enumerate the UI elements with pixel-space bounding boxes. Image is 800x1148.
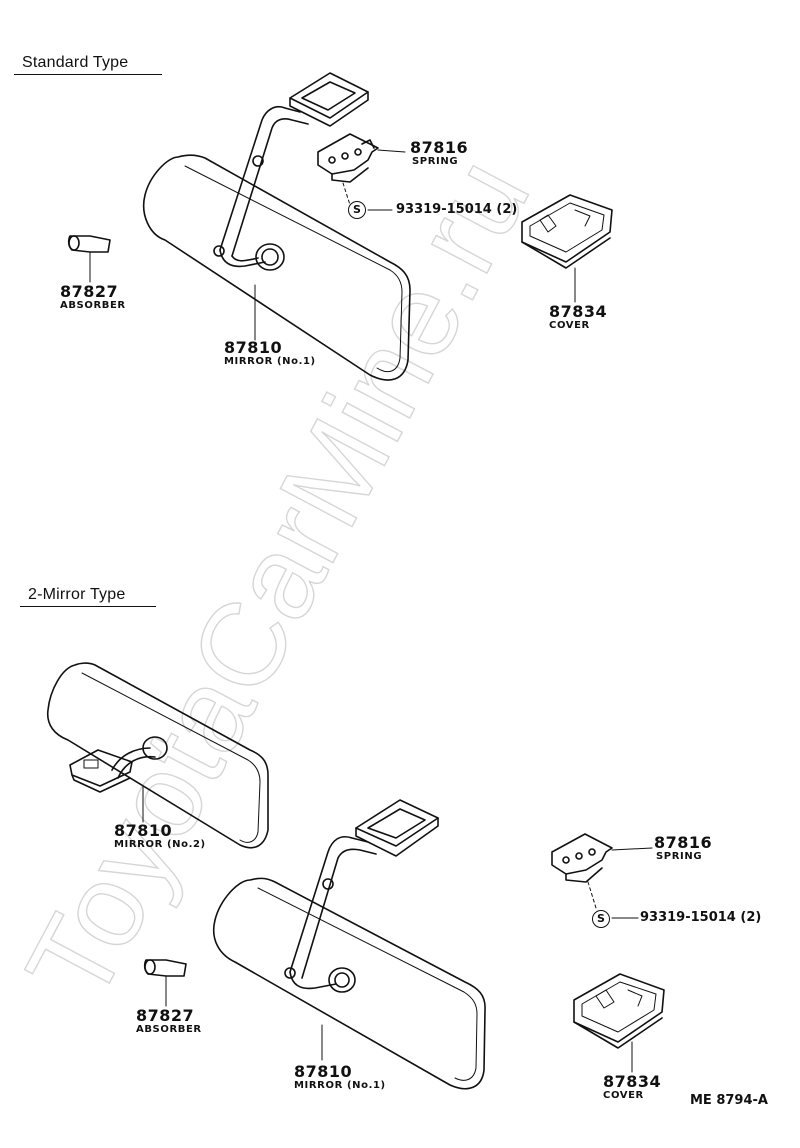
cover-standard-drawing — [521, 194, 613, 269]
part-number-absorber: 87827 — [60, 282, 119, 301]
part-number-mirror: 87810 — [224, 338, 283, 357]
section-underline-2mirror — [20, 606, 156, 607]
part-name-absorber: ABSORBER — [60, 300, 126, 311]
part-name-absorber-2mirror: ABSORBER — [136, 1024, 202, 1035]
mirror-no2-drawing — [46, 662, 269, 849]
part-name-mirror-no1-2mirror: MIRROR (No.1) — [294, 1080, 386, 1091]
part-number-mirror-no2: 87810 — [114, 821, 173, 840]
mirror-stay-standard-drawing — [213, 72, 369, 268]
part-name-cover: COVER — [549, 320, 590, 331]
part-number-cover-2mirror: 87834 — [603, 1072, 662, 1091]
part-name-cover-2mirror: COVER — [603, 1090, 644, 1101]
part-name-mirror-no2: MIRROR (No.2) — [114, 839, 206, 850]
mirror-no1-2mirror-drawing — [213, 799, 486, 1090]
part-number-spring-2mirror: 87816 — [654, 833, 713, 852]
s-symbol-icon: S — [348, 201, 366, 219]
absorber-standard-drawing — [67, 235, 111, 283]
section-title-standard: Standard Type — [22, 54, 129, 71]
section-underline-standard — [14, 74, 162, 75]
part-name-spring-2mirror: SPRING — [656, 851, 703, 862]
spring-2mirror-drawing — [551, 833, 653, 909]
absorber-2mirror-drawing — [143, 959, 187, 1007]
mirror-no1-standard-drawing — [143, 154, 411, 381]
section-title-2mirror: 2-Mirror Type — [28, 586, 126, 603]
part-number-absorber-2mirror: 87827 — [136, 1006, 195, 1025]
cover-2mirror-drawing — [573, 973, 665, 1049]
part-spec-clip-2mirror: 93319-15014 (2) — [640, 910, 762, 925]
part-spec-clip: 93319-15014 (2) — [396, 202, 518, 217]
part-number-mirror-no1-2mirror: 87810 — [294, 1062, 353, 1081]
spring-standard-drawing — [317, 133, 406, 206]
s-symbol-icon-2mirror: S — [592, 910, 610, 928]
diagram-id: ME 8794-A — [690, 1093, 768, 1108]
part-number-cover: 87834 — [549, 302, 608, 321]
part-number-spring: 87816 — [410, 138, 469, 157]
part-name-mirror: MIRROR (No.1) — [224, 356, 316, 367]
part-name-spring: SPRING — [412, 156, 459, 167]
